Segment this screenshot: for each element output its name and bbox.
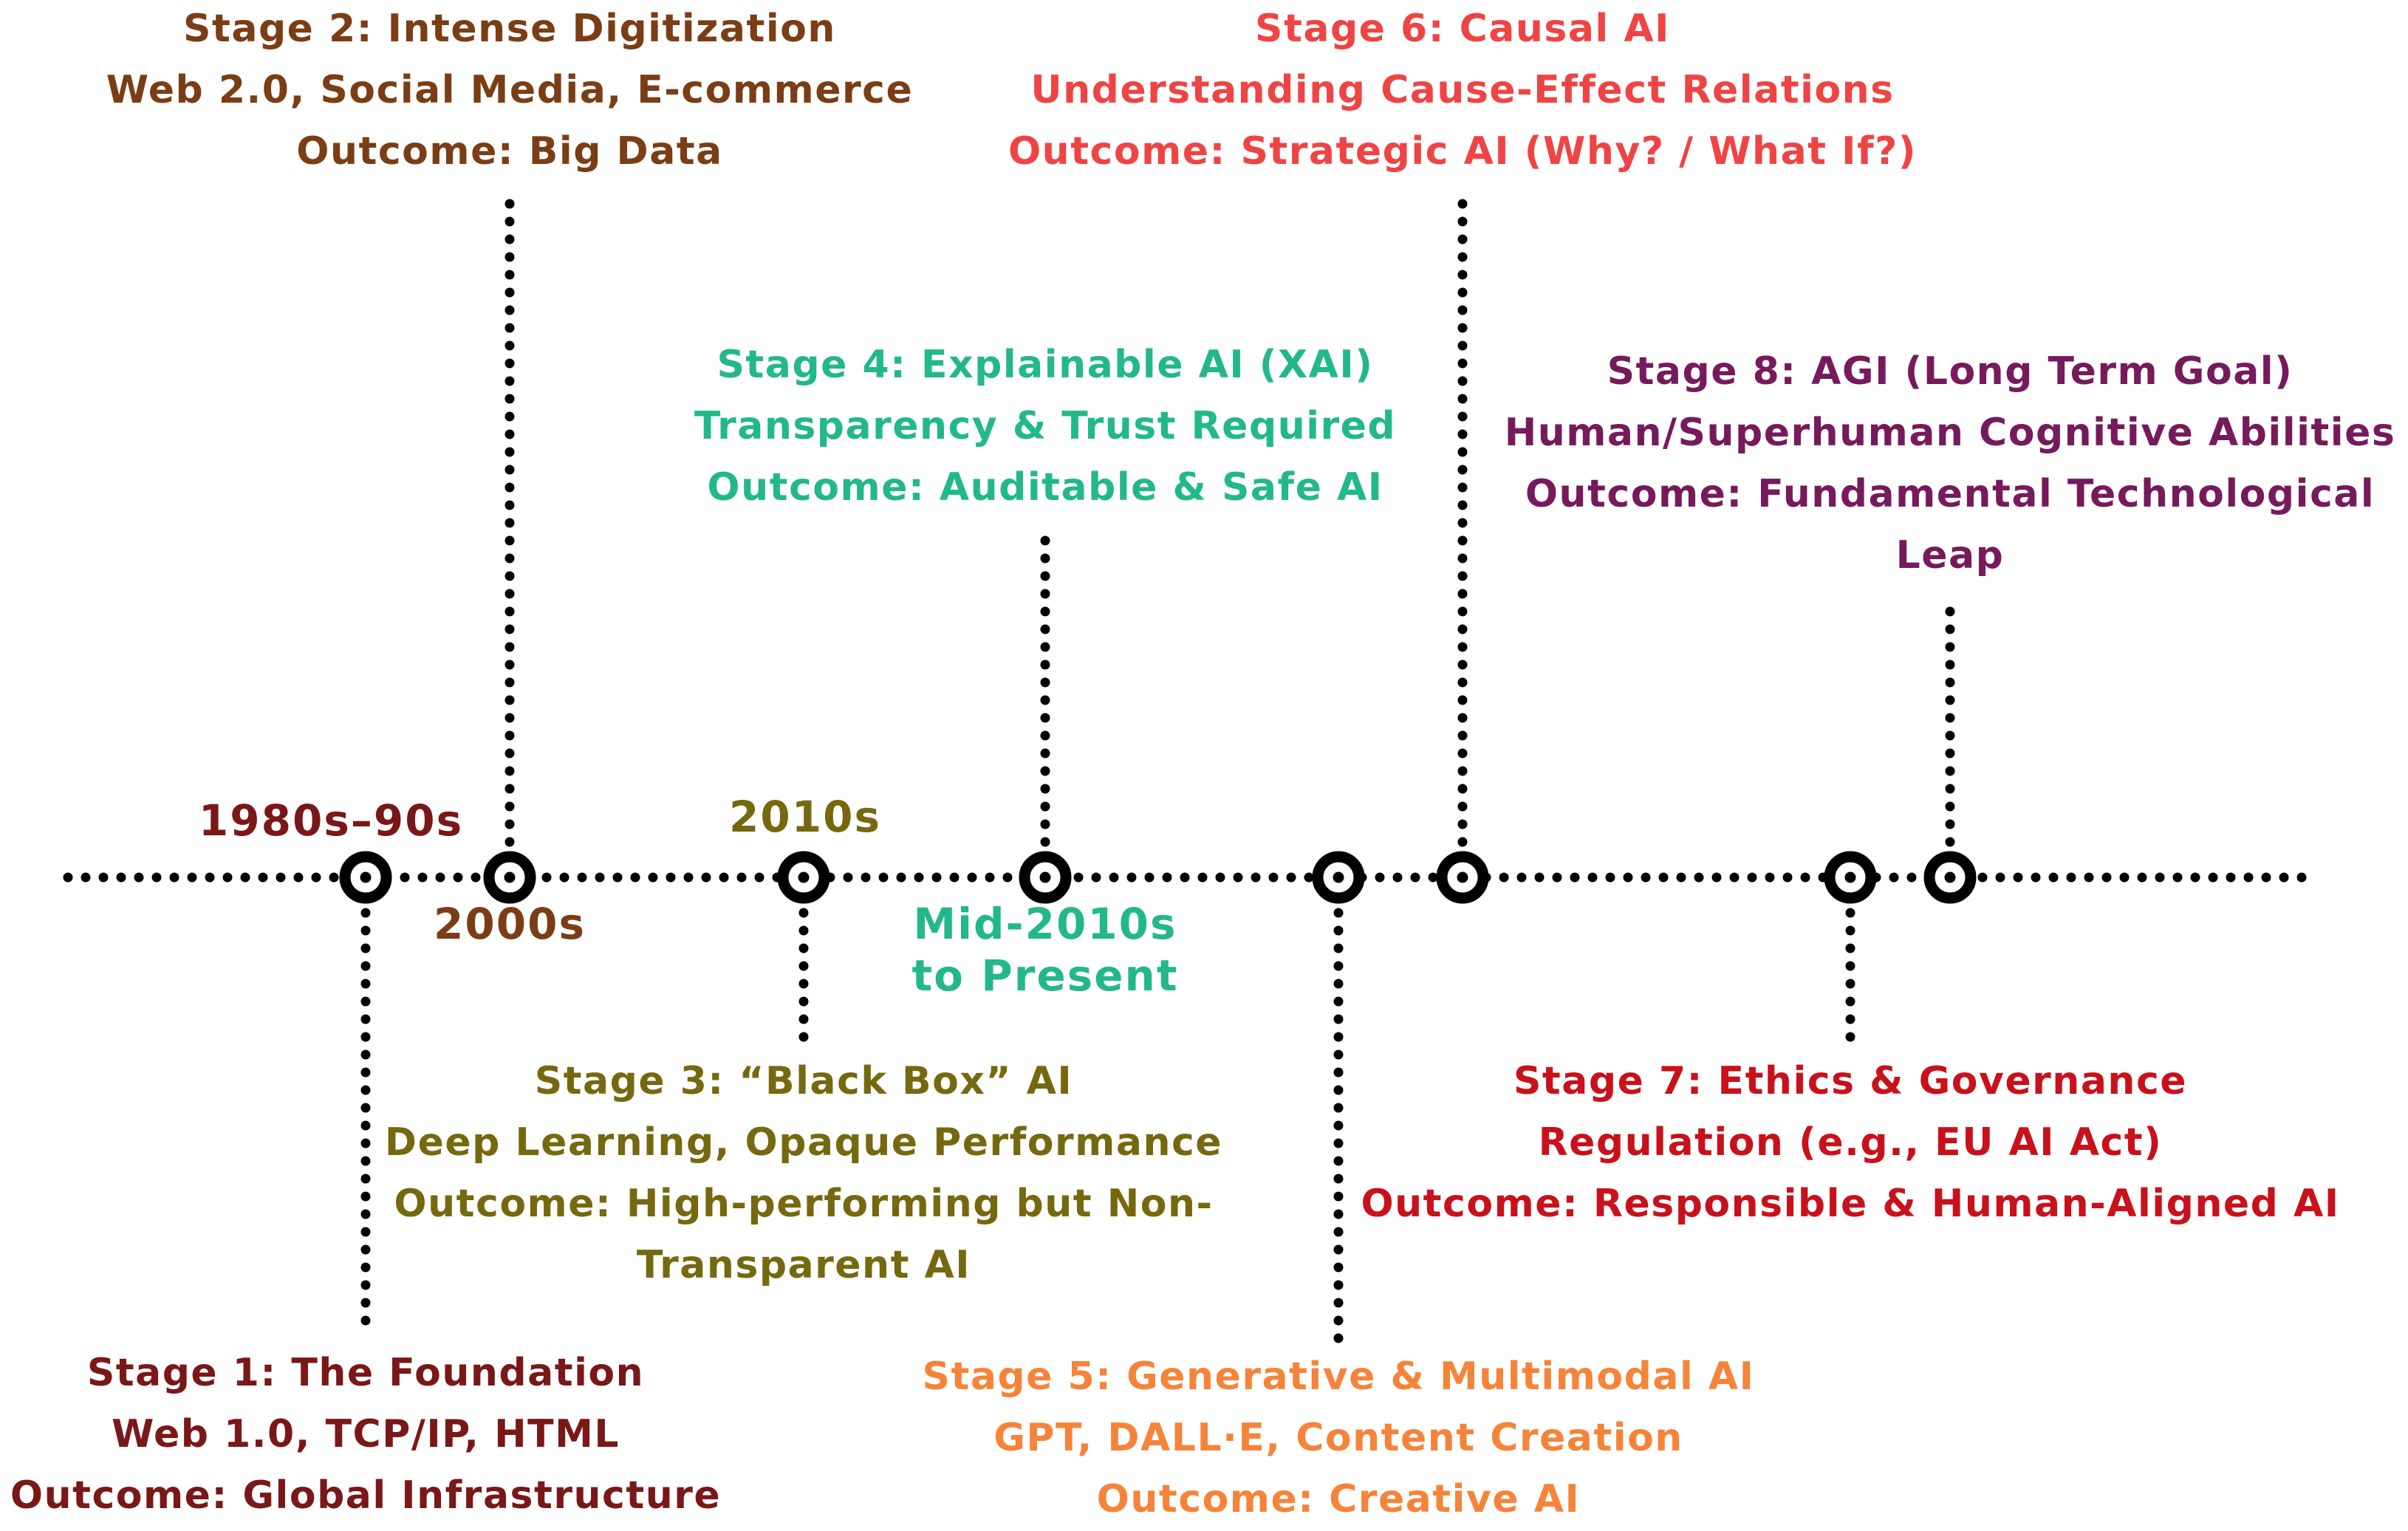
stage-4-text-line: Outcome: Auditable & Safe AI — [707, 465, 1383, 510]
stage-5-text-line: GPT, DALL·E, Content Creation — [993, 1416, 1683, 1460]
stage-6-text-line: Outcome: Strategic AI (Why? / What If?) — [1008, 129, 1917, 174]
stage-3-text-line: Outcome: High-performing but Non- — [394, 1182, 1213, 1226]
stage-1-node-center — [360, 871, 372, 883]
era-label: 1980s–90s — [199, 795, 463, 846]
stage-7-text-line: Regulation (e.g., EU AI Act) — [1539, 1120, 2163, 1165]
stage-2-text-line: Web 2.0, Social Media, E-commerce — [106, 68, 913, 112]
stage-8-text-line: Outcome: Fundamental Technological — [1525, 472, 2375, 516]
stage-7-text-line: Outcome: Responsible & Human-Aligned AI — [1361, 1182, 2339, 1226]
stage-4-text-line: Stage 4: Explainable AI (XAI) — [716, 343, 1373, 387]
stage-1-text-line: Web 1.0, TCP/IP, HTML — [112, 1412, 620, 1456]
stage-3-text-line: Stage 3: “Black Box” AI — [535, 1059, 1073, 1103]
stage-3-text-line: Transparent AI — [637, 1243, 971, 1287]
stage-1-text-line: Outcome: Global Infrastructure — [10, 1473, 721, 1518]
era-label: to Present — [911, 951, 1178, 1001]
stage-2-text-line: Stage 2: Intense Digitization — [183, 7, 836, 51]
stage-8-text-line: Leap — [1896, 533, 2005, 578]
stage-8-text-line: Human/Superhuman Cognitive Abilities — [1505, 411, 2396, 455]
stage-3-text-line: Deep Learning, Opaque Performance — [385, 1120, 1222, 1165]
stage-6-text-line: Stage 6: Causal AI — [1255, 7, 1670, 51]
stage-5-text-line: Outcome: Creative AI — [1097, 1477, 1581, 1521]
stage-8-node-center — [1944, 871, 1956, 883]
stage-2-text-line: Outcome: Big Data — [296, 129, 722, 174]
era-label: Mid-2010s — [913, 899, 1177, 949]
stage-8-text-line: Stage 8: AGI (Long Term Goal) — [1607, 349, 2294, 394]
stage-3-node-center — [798, 871, 810, 883]
era-label: 2000s — [434, 899, 586, 949]
stage-5-node-center — [1333, 871, 1344, 883]
stage-4-text-line: Transparency & Trust Required — [694, 404, 1396, 448]
stage-7-text-line: Stage 7: Ethics & Governance — [1513, 1059, 2187, 1103]
stage-4-node-center — [1039, 871, 1051, 883]
stage-7-node-center — [1844, 871, 1856, 883]
stage-5-text-line: Stage 5: Generative & Multimodal AI — [923, 1354, 1755, 1399]
stage-6-node-center — [1457, 871, 1468, 883]
era-label: 2010s — [729, 792, 881, 842]
stage-2-node-center — [504, 871, 516, 883]
stage-1-text-line: Stage 1: The Foundation — [87, 1351, 644, 1395]
stage-6-text-line: Understanding Cause-Effect Relations — [1030, 68, 1894, 112]
